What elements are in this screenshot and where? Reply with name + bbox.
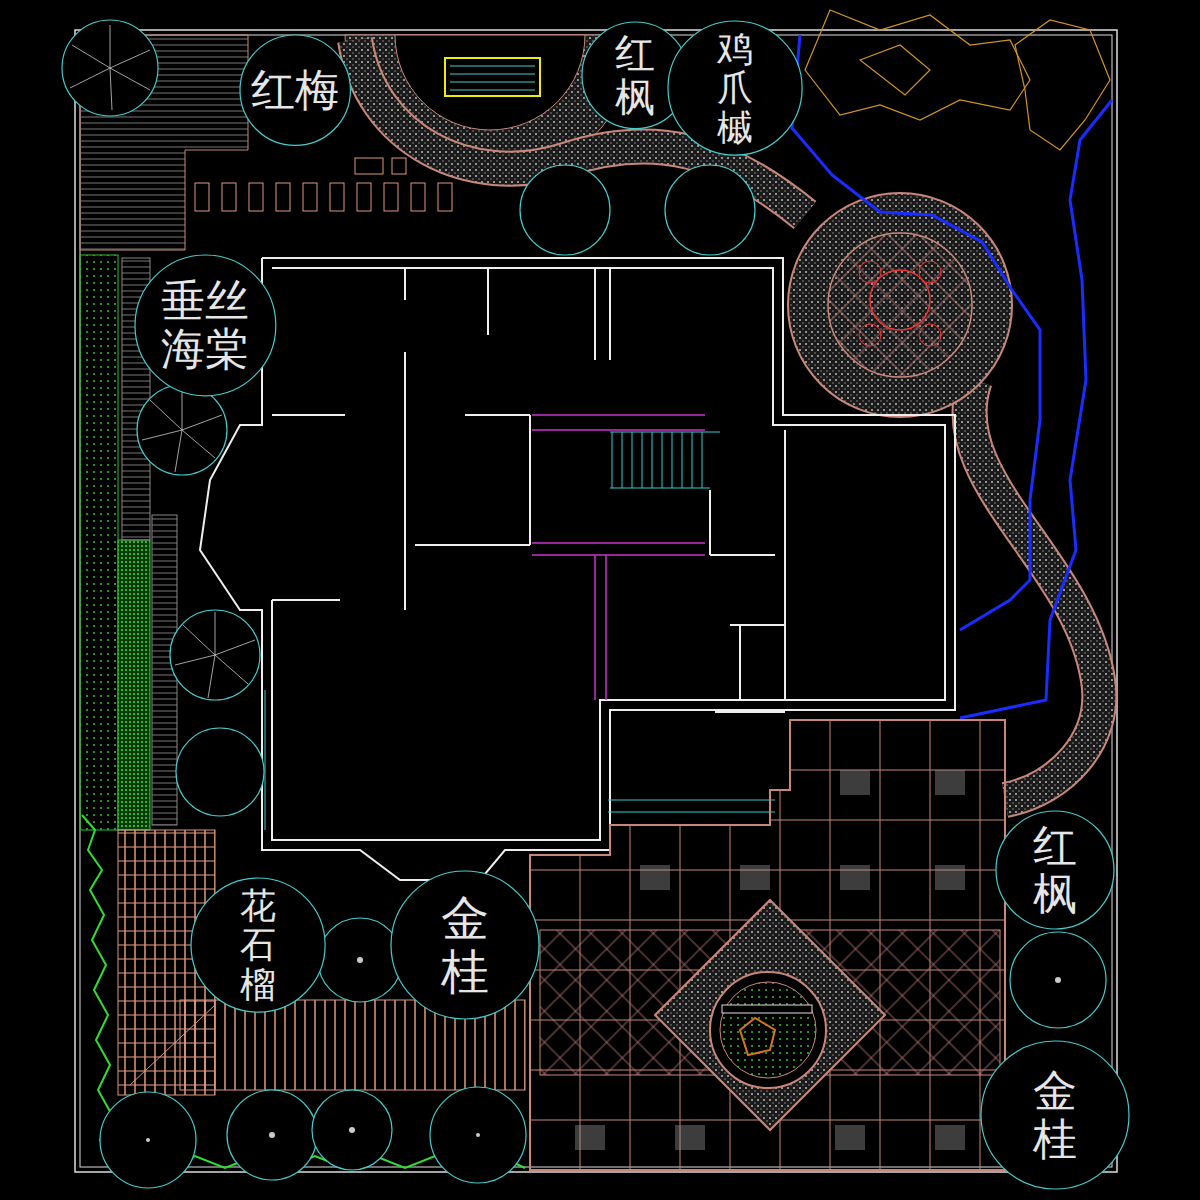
plant-name: 红枫 — [615, 31, 655, 119]
tree-label-circle: 垂丝海棠 — [134, 254, 277, 397]
plant-name: 垂丝海棠 — [161, 277, 249, 374]
plant-name: 红梅 — [251, 66, 339, 114]
plant-name: 红枫 — [1033, 822, 1077, 919]
tree-canopy-circle — [981, 1041, 1129, 1189]
plant-name: 鸡爪槭 — [717, 29, 753, 148]
plant-name: 金桂 — [1033, 1067, 1077, 1164]
tree-canopy-circle — [668, 21, 802, 155]
tree-label-circle: 红枫 — [995, 810, 1115, 930]
tree-label-circle: 红梅 — [239, 34, 351, 146]
tree-label-circle: 金桂 — [390, 870, 540, 1020]
tree-canopy-circle — [391, 871, 539, 1019]
tree-label-circle: 金桂 — [980, 1040, 1130, 1190]
tree-canopy-circle — [191, 878, 325, 1012]
tree-label-circle: 花石榴 — [190, 877, 326, 1013]
tree-canopy-circle — [996, 811, 1114, 929]
plant-name: 金桂 — [441, 892, 489, 998]
tree-canopy-circle — [135, 255, 276, 396]
tree-canopy-circle — [240, 35, 350, 145]
tree-label-circle: 鸡爪槭 — [667, 20, 803, 156]
plant-name: 花石榴 — [240, 886, 276, 1005]
